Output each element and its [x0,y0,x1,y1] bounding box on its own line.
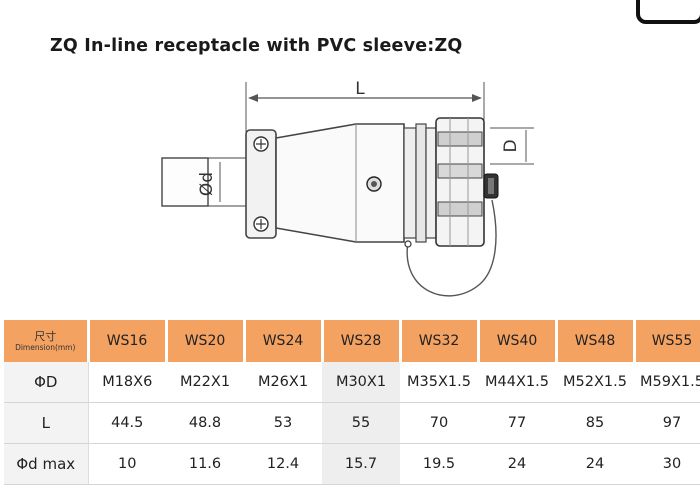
header-dimension-cell: 尺寸 Dimension(mm) [4,320,90,362]
table-cell: 85 [556,402,634,444]
table-cell: M30X1 [322,362,400,403]
table-cell: M22X1 [166,362,244,403]
neck-ring-2 [415,123,427,243]
dust-cap-knob-face [488,178,494,194]
table-cell: 53 [244,402,322,444]
table-row: L 44.5 48.8 53 55 70 77 85 97 [4,402,700,444]
dim-l-label: L [355,79,365,99]
dim-d-label: D [501,139,521,152]
header-dimension-en: Dimension(mm) [15,342,76,352]
spec-table: 尺寸 Dimension(mm) WS16 WS20 WS24 WS28 WS3… [4,320,700,485]
neck-ring-3 [425,127,437,239]
dim-l-arrow-left [248,94,258,102]
table-cell: M44X1.5 [478,362,556,403]
lanyard-cord [406,199,497,297]
corner-box [636,0,700,24]
table-cell: 30 [634,443,700,485]
header-model: WS16 [88,320,168,362]
table-cell: 24 [478,443,556,485]
header-model: WS55 [634,320,700,362]
table-cell: 55 [322,402,400,444]
pvc-sleeve [161,157,209,207]
lanyard-ring [404,240,412,248]
header-model: WS32 [400,320,480,362]
table-cell: 97 [634,402,700,444]
header-model: WS28 [322,320,402,362]
table-cell: 11.6 [166,443,244,485]
nut-knurl-2 [437,163,483,179]
table-cell: M18X6 [88,362,166,403]
table-row: Φd max 10 11.6 12.4 15.7 19.5 24 24 30 [4,443,700,485]
connector-drawing: L D Ød [161,79,534,297]
table-cell: 24 [556,443,634,485]
header-model: WS24 [244,320,324,362]
table-cell: 12.4 [244,443,322,485]
table-cell: 70 [400,402,478,444]
table-cell: 44.5 [88,402,166,444]
table-header-row: 尺寸 Dimension(mm) WS16 WS20 WS24 WS28 WS3… [4,320,700,362]
body-screw-center [371,181,377,187]
tapered-body [275,123,405,243]
table-cell: M26X1 [244,362,322,403]
dim-small-d-label: Ød [197,172,217,196]
nut-knurl-3 [437,201,483,217]
header-model: WS48 [556,320,636,362]
header-model: WS40 [478,320,558,362]
table-row: ΦD M18X6 M22X1 M26X1 M30X1 M35X1.5 M44X1… [4,362,700,403]
table-cell: 19.5 [400,443,478,485]
table-cell: M59X1.5 [634,362,700,403]
neck-ring-1 [403,127,417,239]
table-cell: 77 [478,402,556,444]
row-label: L [4,402,89,444]
table-cell: 10 [88,443,166,485]
table-cell: M35X1.5 [400,362,478,403]
row-label: ΦD [4,362,89,403]
table-cell: 15.7 [322,443,400,485]
header-dimension-cn: 尺寸 [34,329,57,343]
nut-knurl-1 [437,131,483,147]
table-cell: 48.8 [166,402,244,444]
page-title: ZQ In-line receptacle with PVC sleeve:ZQ [50,36,463,56]
table-cell: M52X1.5 [556,362,634,403]
dim-l-arrow-right [472,94,482,102]
header-model: WS20 [166,320,246,362]
row-label: Φd max [4,443,89,485]
